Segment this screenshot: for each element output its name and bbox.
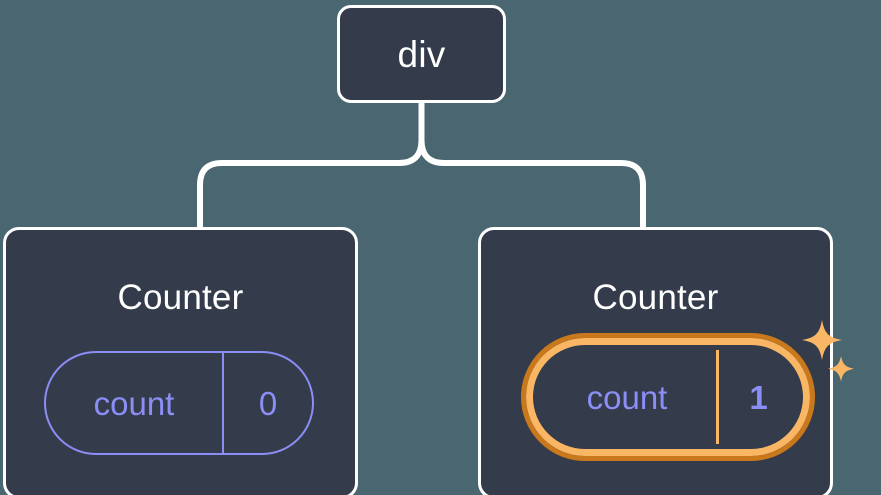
node-div[interactable]: div [337,5,506,103]
node-counter-right[interactable]: Counter count 1 [478,227,854,495]
state-value-left: 0 [258,384,278,422]
node-counter-right-title: Counter [592,278,719,317]
node-counter-left-title: Counter [117,278,244,317]
state-value-right: 1 [749,378,768,416]
state-pill-right[interactable]: count 1 [521,333,815,461]
state-pill-left[interactable]: count 0 [44,351,314,455]
node-div-label: div [397,33,446,75]
state-key-left: count [46,353,224,453]
node-counter-left[interactable]: Counter count 0 [3,227,358,495]
state-key-right: count [538,350,719,444]
